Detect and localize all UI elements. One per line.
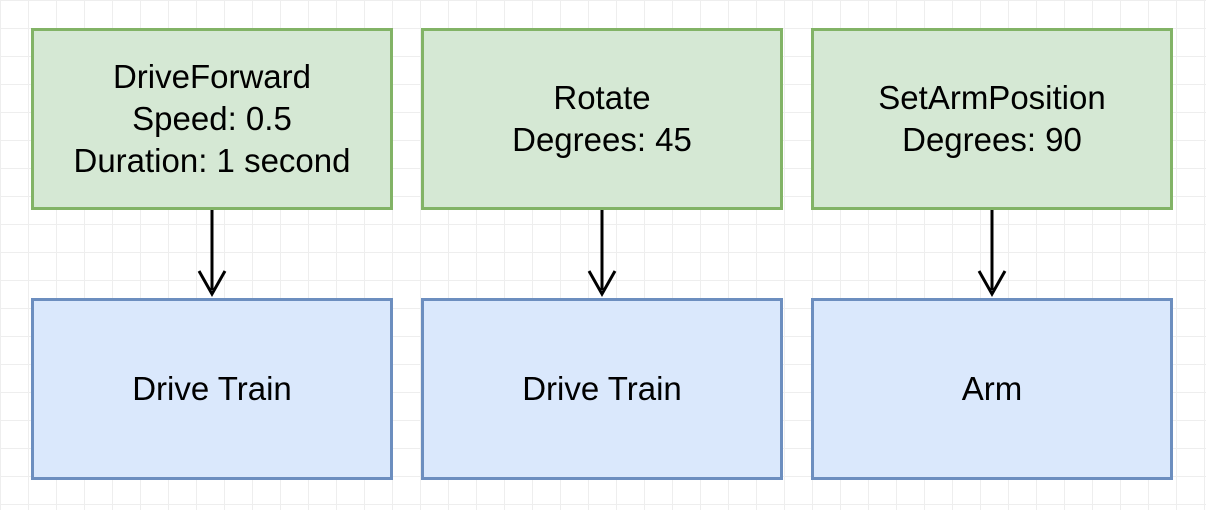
connector-arrow (587, 210, 617, 298)
connector-arrow (197, 210, 227, 298)
command-param-speed: Speed: 0.5 (132, 100, 292, 137)
subsystem-box-drive-train[interactable]: Drive Train (421, 298, 783, 480)
subsystem-name: Drive Train (522, 370, 682, 407)
command-name: Rotate (553, 79, 651, 116)
command-box-set-arm-position[interactable]: SetArmPosition Degrees: 90 (811, 28, 1173, 210)
connector-arrow (977, 210, 1007, 298)
subsystem-name: Drive Train (132, 370, 292, 407)
subsystem-name: Arm (961, 370, 1023, 407)
command-box-drive-forward[interactable]: DriveForward Speed: 0.5 Duration: 1 seco… (31, 28, 393, 210)
command-param-degrees: Degrees: 45 (512, 121, 692, 158)
command-param-duration: Duration: 1 second (73, 142, 351, 179)
command-param-degrees: Degrees: 90 (902, 121, 1082, 158)
subsystem-box-arm[interactable]: Arm (811, 298, 1173, 480)
subsystem-box-drive-train[interactable]: Drive Train (31, 298, 393, 480)
command-box-rotate[interactable]: Rotate Degrees: 45 (421, 28, 783, 210)
command-name: SetArmPosition (878, 79, 1106, 116)
command-name: DriveForward (112, 58, 312, 95)
